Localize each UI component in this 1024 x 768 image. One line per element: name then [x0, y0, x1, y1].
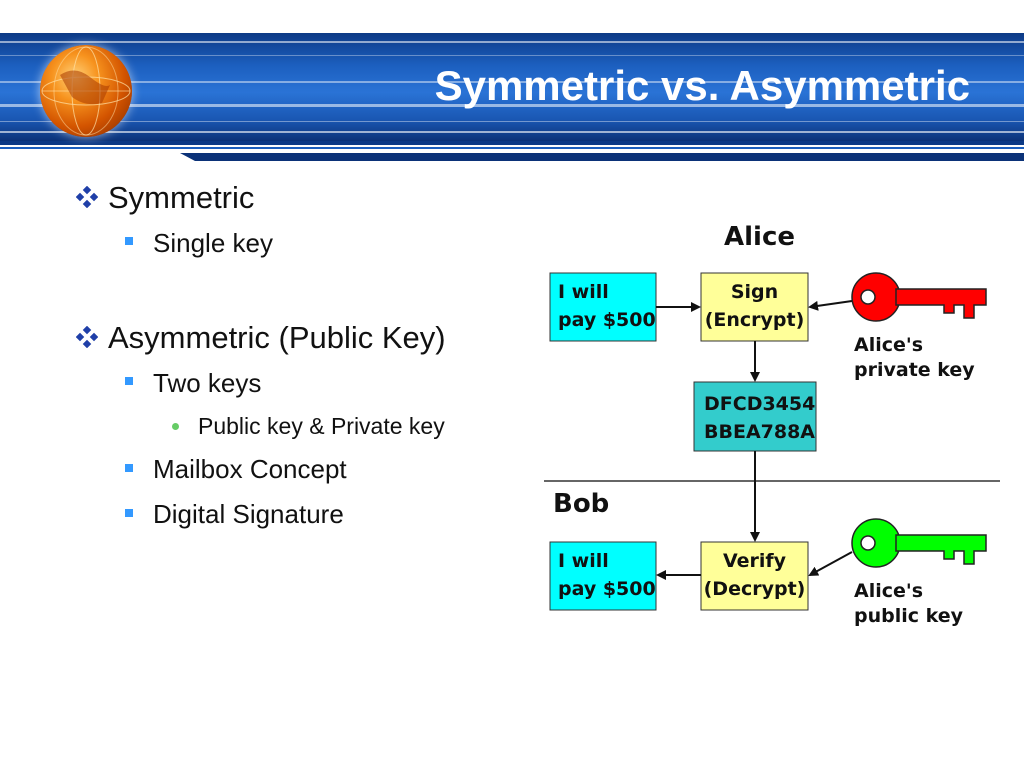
arrow-private-key-to-sign — [808, 300, 853, 311]
slide-title: Symmetric vs. Asymmetric — [434, 62, 970, 109]
globe-logo — [40, 45, 132, 137]
slide-header-banner: Symmetric vs. Asymmetric — [0, 0, 1024, 161]
banner-bottom-stripes — [0, 141, 1024, 161]
square-bullet-icon — [125, 509, 133, 517]
bullet-symmetric: Symmetric — [108, 180, 255, 215]
public-key-icon — [851, 518, 987, 568]
bullet-asymmetric: Asymmetric (Public Key) — [108, 320, 446, 355]
dot-bullet-icon — [172, 423, 179, 430]
bullet-single-key: Single key — [153, 228, 273, 258]
sign-box-text: Sign(Encrypt) — [704, 281, 805, 331]
verify-box — [700, 541, 809, 611]
banner-background — [0, 33, 1024, 141]
sign-box — [700, 272, 809, 342]
bullet-list: Symmetric Single key Asymmetric (Public … — [0, 0, 540, 600]
bob-label: Bob — [553, 489, 610, 519]
bullet-digital-signature: Digital Signature — [153, 499, 344, 529]
alice-message-box — [549, 272, 657, 342]
square-bullet-icon — [125, 237, 133, 245]
square-bullet-icon — [125, 377, 133, 385]
diamond-bullet-icon — [75, 185, 99, 213]
bullet-mailbox-concept: Mailbox Concept — [153, 454, 347, 484]
arrow-public-key-to-verify — [808, 551, 853, 576]
bullet-two-keys: Two keys — [153, 368, 262, 398]
bob-message-box — [549, 541, 657, 611]
cipher-box — [693, 381, 817, 452]
private-key-icon — [851, 272, 987, 322]
square-bullet-icon — [125, 464, 133, 472]
diamond-bullet-icon — [75, 325, 99, 353]
bullet-public-private-key: Public key & Private key — [198, 413, 445, 439]
alice-label: Alice — [724, 222, 795, 252]
verify-box-text: Verify(Decrypt) — [703, 550, 806, 600]
